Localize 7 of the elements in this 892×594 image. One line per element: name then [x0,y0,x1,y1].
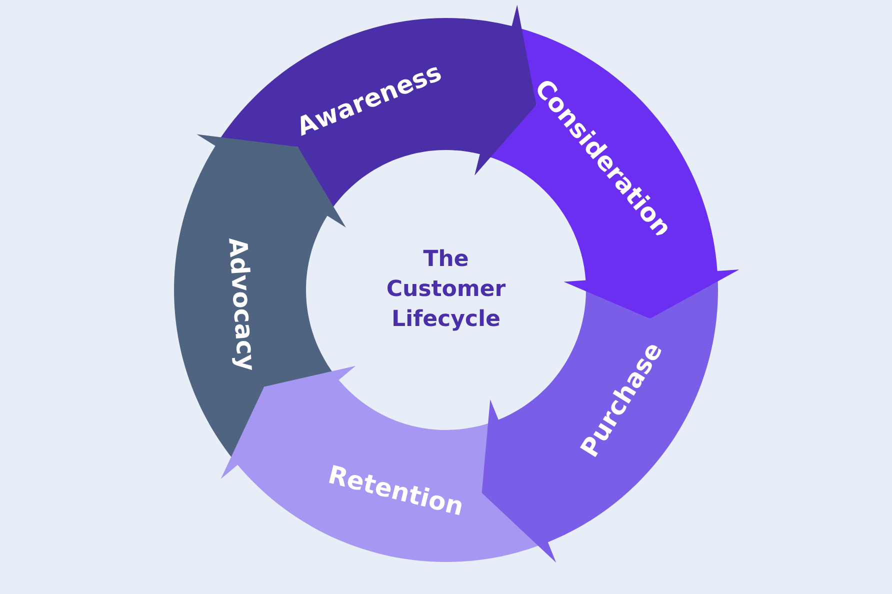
ring-segment: Advocacy [174,188,339,465]
arrow [192,134,346,239]
arrow [482,399,592,563]
arrow [220,366,357,500]
arrow [454,4,536,176]
arrow [564,222,740,319]
node-label: Advocacy [229,238,252,370]
